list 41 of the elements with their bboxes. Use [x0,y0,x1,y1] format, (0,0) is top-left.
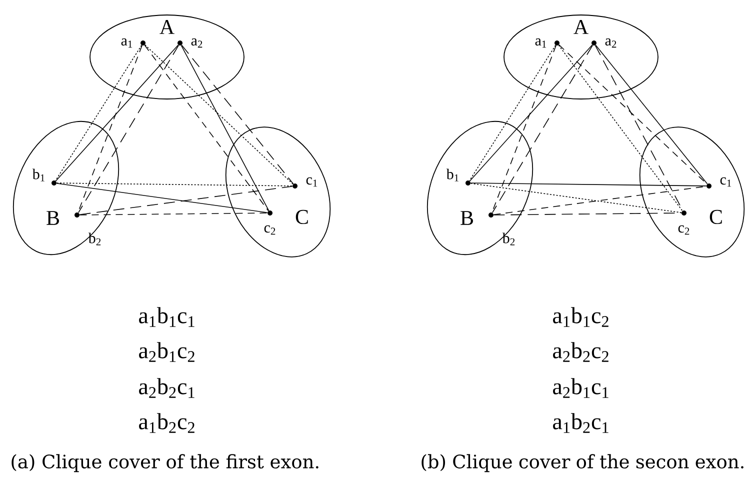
caption: (b) Clique cover of the secon exon. [422,454,744,472]
edge-line [181,44,294,184]
clique-label: a$_{1}$b$_{2}$c$_{1}$ [553,413,608,433]
edge-line [55,44,179,182]
edge-line [469,44,593,182]
edge-line [78,44,180,214]
vertex-label: a$_{2}$ [605,38,616,48]
edge-line [469,44,556,182]
vertex-label: c$_{2}$ [264,225,276,235]
edge-line [56,182,293,186]
edge-line [79,186,293,216]
clique-label: a$_{2}$b$_{2}$c$_{2}$ [553,342,608,362]
vertex-label: b$_{2}$ [88,232,101,246]
edge-line [56,182,268,214]
edge-line [144,44,269,212]
vertex-label: b$_{1}$ [32,168,44,182]
edge-line [558,44,683,212]
clique-label: a$_{1}$b$_{2}$c$_{2}$ [139,413,194,433]
edge-line [79,212,268,216]
clique-label: a$_{2}$b$_{1}$c$_{1}$ [553,378,608,398]
edge-line [595,44,708,184]
clique-label: a$_{2}$b$_{2}$c$_{1}$ [139,378,194,398]
caption: (a) Clique cover of the first exon. [12,454,318,472]
edge-line [492,44,594,214]
vertex-label: a$_{1}$ [121,38,132,48]
edge-line [470,182,707,186]
edge-line [470,182,682,214]
edge-line [144,44,294,185]
vertex-label: a$_{2}$ [191,38,202,48]
edge-line [493,212,682,216]
clique-label: a$_{1}$b$_{1}$c$_{2}$ [553,307,608,327]
edge-line [180,44,270,211]
vertex-label: c$_{2}$ [678,225,690,235]
clique-label: a$_{1}$b$_{1}$c$_{1}$ [139,307,194,327]
vertex-label: c$_{1}$ [306,177,318,187]
edge-line [55,44,142,182]
vertex-label: b$_{2}$ [502,232,515,246]
clique-label: a$_{2}$b$_{1}$c$_{2}$ [139,342,194,362]
vertex-label: c$_{1}$ [720,177,732,187]
vertex-label: b$_{1}$ [446,168,458,182]
vertex-label: a$_{1}$ [535,38,546,48]
